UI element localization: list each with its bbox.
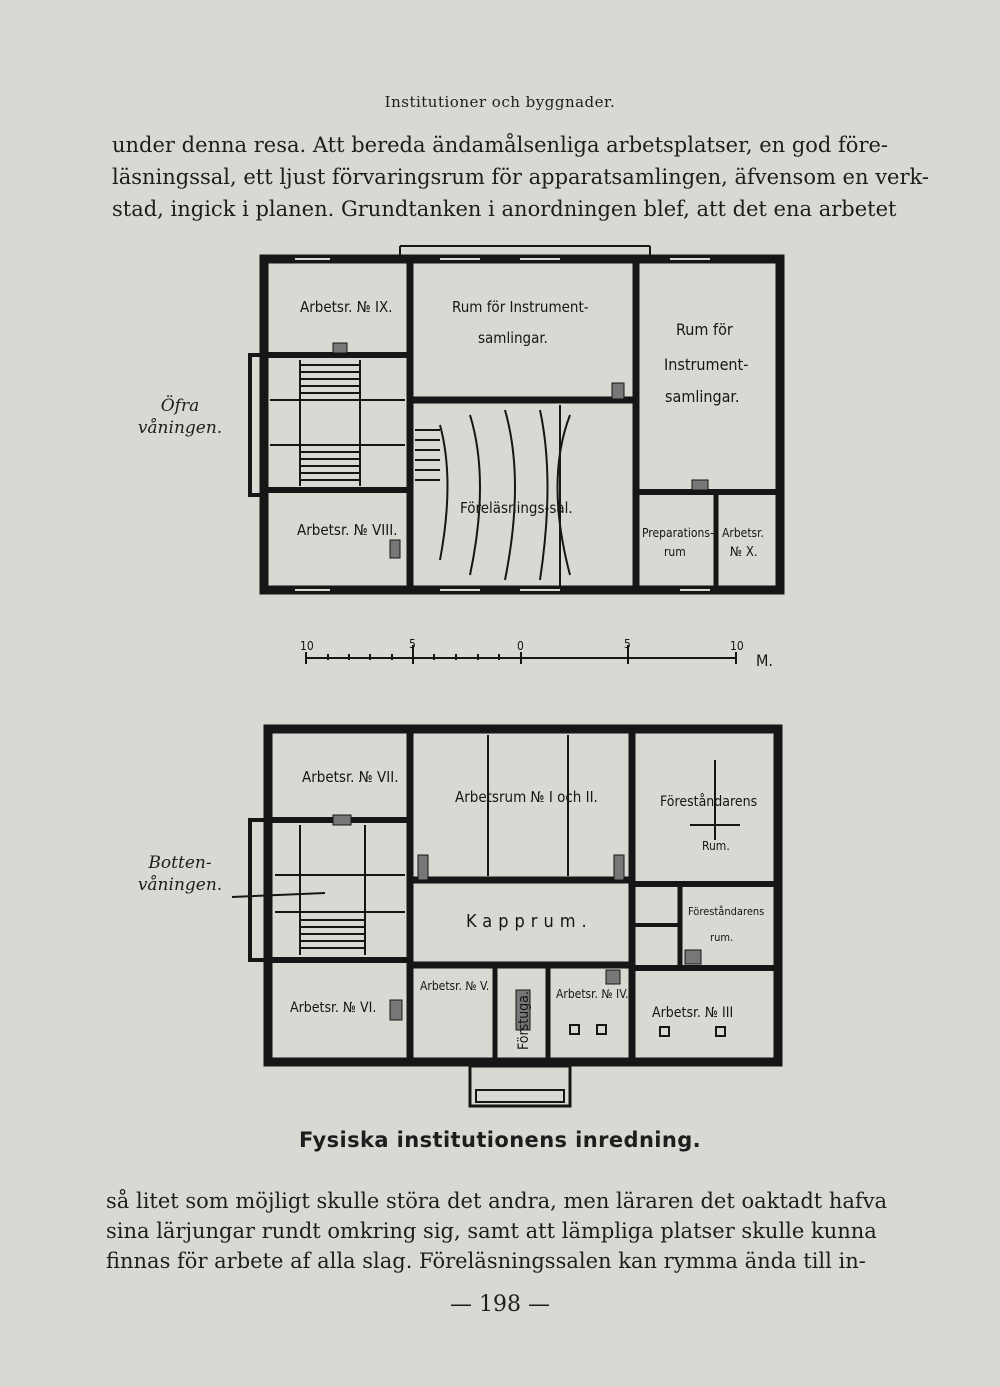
- room-label: Instrument-: [664, 355, 748, 374]
- room-label: Arbetsr.: [722, 526, 764, 540]
- ground-floor-label: Botten- våningen.: [137, 853, 223, 895]
- room-label: Arbetsr. № VI.: [290, 1000, 376, 1016]
- body-line: läsningssal, ett ljust förvaringsrum för…: [112, 165, 929, 189]
- room-label: Arbetsr. № VII.: [302, 768, 399, 786]
- room-label: Föreståndarens: [660, 793, 757, 810]
- room-label: Arbetsr. № IX.: [300, 298, 393, 316]
- scale-tick-label: 5: [409, 637, 416, 651]
- room-label: Kapprum.: [466, 911, 593, 932]
- room-label: Rum för Instrument-: [452, 298, 589, 316]
- room-label: Preparations-: [642, 526, 714, 540]
- room-label: Arbetsr. № IV.: [556, 987, 628, 1001]
- scale-tick-label: 10: [300, 639, 314, 653]
- upper-floor-label: Öfra våningen.: [137, 396, 223, 438]
- room-label: Rum för: [676, 320, 733, 339]
- body-line: finnas för arbete af alla slag. Föreläsn…: [106, 1249, 866, 1273]
- room-label: Arbetsr. № VIII.: [297, 521, 397, 539]
- body-line: stad, ingick i planen. Grundtanken i ano…: [112, 197, 897, 221]
- room-label: Arbetsrum № I och II.: [455, 788, 598, 806]
- room-label: Föreståndarens: [688, 905, 764, 918]
- room-label: rum: [664, 545, 686, 559]
- scale-unit: M.: [756, 651, 773, 670]
- scale-bar: [305, 645, 737, 664]
- room-label: № X.: [730, 545, 758, 560]
- room-label: rum.: [710, 931, 733, 944]
- body-line: under denna resa. Att bereda ändamålsenl…: [112, 133, 889, 157]
- figure-caption: Fysiska institutionens inredning.: [298, 1128, 702, 1152]
- body-line: så litet som möjligt skulle störa det an…: [106, 1189, 888, 1213]
- scale-tick-label: 5: [624, 637, 631, 651]
- running-header: Institutioner och byggnader.: [384, 93, 616, 111]
- room-label: Föreläsnings-sal.: [460, 499, 573, 517]
- room-label: Rum.: [702, 839, 730, 853]
- scale-tick-label: 0: [517, 639, 524, 653]
- room-label: samlingar.: [665, 387, 739, 406]
- body-line: sina lärjungar rundt omkring sig, samt a…: [106, 1219, 877, 1243]
- room-label: Arbetsr. № III: [652, 1005, 733, 1021]
- room-label: samlingar.: [478, 329, 548, 347]
- room-label: Arbetsr. № V.: [420, 979, 489, 993]
- scale-tick-label: 10: [730, 639, 744, 653]
- room-label: Förstuga.: [516, 991, 532, 1050]
- ground-floor-plan: [231, 724, 783, 1108]
- page-number: — 198 —: [450, 1292, 550, 1317]
